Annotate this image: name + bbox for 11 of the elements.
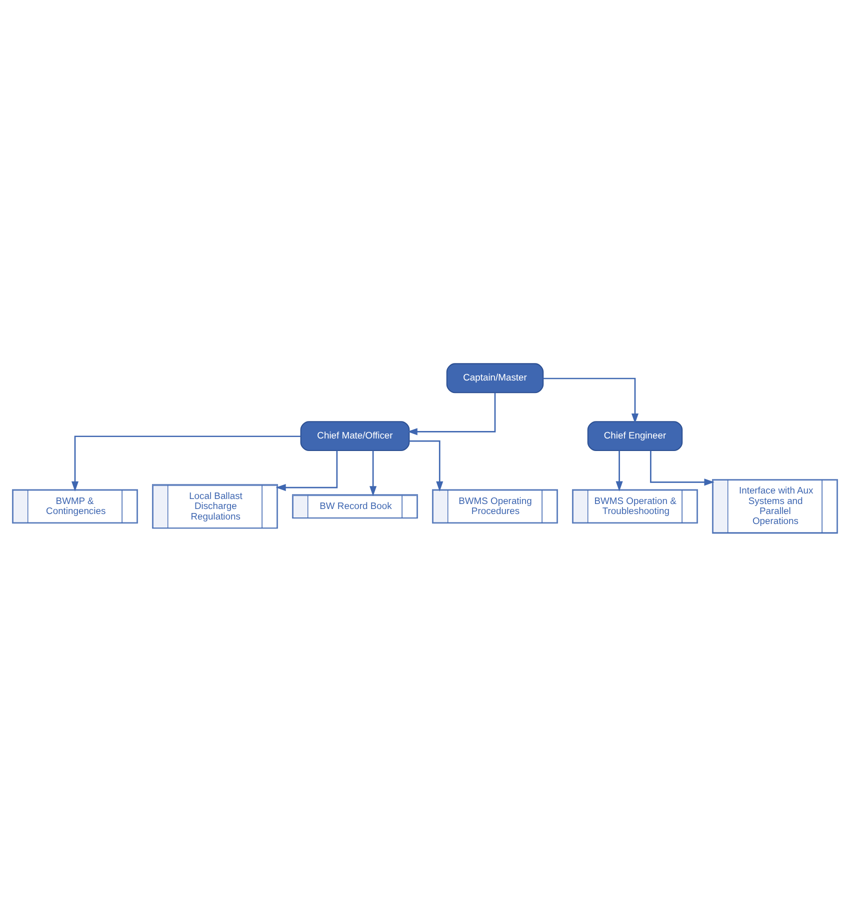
arrow: [543, 378, 639, 424]
node-box: Chief Engineer: [587, 421, 683, 452]
arrow: [409, 440, 444, 492]
arrow: [650, 450, 714, 486]
arrow: [71, 436, 301, 492]
arrow: [407, 392, 496, 436]
arrow: [370, 450, 377, 496]
node-box: Chief Mate/Officer: [300, 421, 410, 452]
node-box: Captain/Master: [446, 363, 544, 394]
arrow: [616, 450, 623, 492]
arrow: [276, 450, 338, 492]
